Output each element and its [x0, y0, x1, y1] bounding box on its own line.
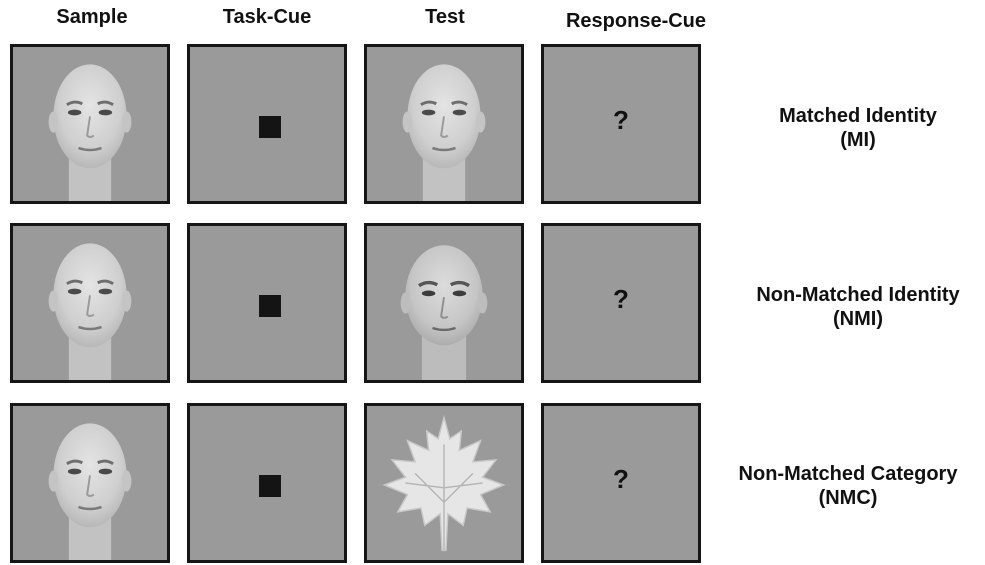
test-leaf-panel — [364, 403, 524, 563]
sample-face-panel — [10, 403, 170, 563]
row-title: Non-Matched Category — [738, 463, 958, 485]
task-cue-panel — [187, 44, 347, 204]
response-cue-panel: ? — [541, 403, 701, 563]
column-header-sample: Sample — [56, 6, 128, 28]
question-mark: ? — [613, 284, 629, 314]
face-icon — [47, 241, 133, 380]
column-header-response-cue: Response-Cue — [565, 10, 707, 32]
row-label-non-matched-category: Non-Matched Category (NMC) — [718, 462, 978, 510]
task-cue-panel — [187, 223, 347, 383]
face-different-icon — [399, 243, 489, 380]
question-mark: ? — [613, 105, 629, 135]
maple-leaf-icon — [382, 414, 506, 552]
row-abbr: (MI) — [840, 129, 876, 151]
response-cue-panel: ? — [541, 223, 701, 383]
sample-face-panel — [10, 223, 170, 383]
row-label-non-matched-identity: Non-Matched Identity (NMI) — [728, 283, 985, 331]
test-face-panel — [364, 223, 524, 383]
face-icon — [47, 62, 133, 201]
row-abbr: (NMC) — [818, 487, 878, 509]
row-title: Matched Identity — [779, 105, 937, 127]
square-cue-icon — [259, 116, 281, 138]
row-title: Non-Matched Identity — [756, 284, 960, 306]
column-header-task-cue: Task-Cue — [222, 6, 312, 28]
response-cue-panel: ? — [541, 44, 701, 204]
square-cue-icon — [259, 295, 281, 317]
row-abbr: (NMI) — [833, 308, 883, 330]
column-header-test: Test — [425, 6, 465, 28]
face-same-icon — [401, 62, 487, 201]
sample-face-panel — [10, 44, 170, 204]
row-label-matched-identity: Matched Identity (MI) — [728, 104, 985, 152]
square-cue-icon — [259, 475, 281, 497]
face-icon — [47, 421, 133, 560]
task-cue-panel — [187, 403, 347, 563]
test-face-panel — [364, 44, 524, 204]
question-mark: ? — [613, 464, 629, 494]
